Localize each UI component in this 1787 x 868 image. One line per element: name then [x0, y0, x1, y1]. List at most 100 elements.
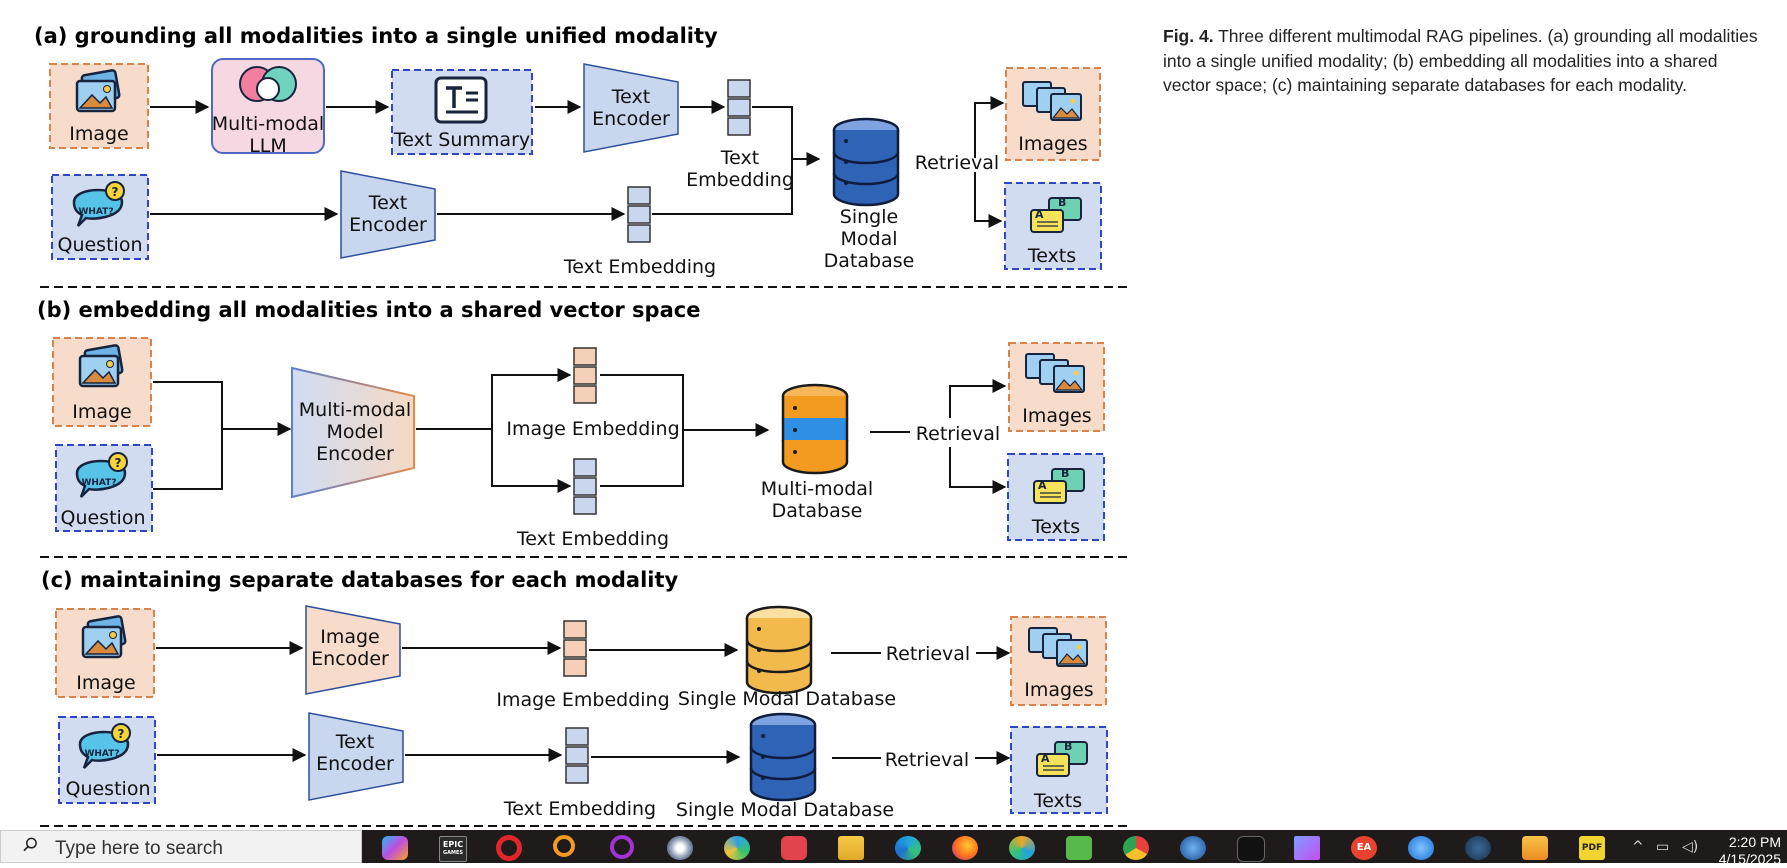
b-image-box: Image [52, 337, 152, 427]
taskbar-search-box[interactable]: Type here to search [0, 830, 362, 863]
a-texts-result-box: B A Texts [1004, 182, 1102, 270]
edge-dev-icon[interactable] [724, 836, 750, 860]
c-image-database-icon [745, 605, 813, 695]
epic-label-1: EPIC [442, 840, 464, 849]
a-db-label-3: Database [824, 250, 915, 272]
svg-text:WHAT?: WHAT? [78, 207, 113, 217]
a-text-embedding-top-label-1: Text [720, 147, 759, 169]
rss-reader-icon[interactable] [1066, 836, 1092, 860]
media-player-icon[interactable] [1522, 836, 1548, 860]
edge-icon[interactable] [895, 836, 921, 860]
ea-app-icon[interactable]: EA [1351, 836, 1377, 860]
c-retrieval-top-label: Retrieval [886, 643, 970, 665]
figure-caption: Fig. 4. Three different multimodal RAG p… [1163, 24, 1763, 98]
c-images-result-box: Images [1010, 616, 1107, 706]
paper-plane-icon[interactable] [1294, 836, 1320, 860]
opera-gx-icon[interactable] [610, 835, 634, 859]
image-icon [81, 614, 127, 659]
steam-icon[interactable] [1465, 836, 1491, 860]
pdf-app-icon[interactable]: PDF [1579, 836, 1605, 860]
svg-text:WHAT?: WHAT? [84, 749, 119, 759]
file-explorer-icon[interactable] [838, 836, 864, 860]
c-text-encoder: Text Encoder [308, 712, 404, 801]
b-image-embedding-icon [573, 347, 597, 404]
copilot-icon[interactable] [382, 836, 408, 860]
search-app-icon[interactable] [553, 835, 575, 857]
svg-text:Text: Text [611, 86, 650, 108]
a-text-summary-box: Text Summary [391, 69, 533, 155]
windows-taskbar: Type here to search EPIC GAMES EA PDF ^ … [0, 830, 1787, 867]
chevron-up-icon[interactable]: ^ [1632, 839, 1644, 855]
opera-icon[interactable] [496, 835, 522, 861]
image-icon [75, 68, 121, 113]
c-text-database-label: Single Modal Database [676, 799, 894, 821]
b-arrows [153, 368, 1007, 494]
c-image-embedding-label: Image Embedding [496, 689, 669, 711]
epic-label-2: GAMES [443, 850, 463, 856]
a-text-encoder-bottom: Text Encoder [340, 170, 436, 259]
c-image-box: Image [55, 608, 155, 698]
svg-text:A: A [1038, 479, 1047, 492]
svg-text:?: ? [115, 456, 122, 470]
caption-text: Three different multimodal RAG pipelines… [1163, 26, 1758, 95]
b-retrieval-label: Retrieval [916, 423, 1000, 445]
edge-canary-icon[interactable] [1009, 836, 1035, 860]
c-text-database-icon [749, 712, 817, 802]
a-text-embedding-top-icon [727, 79, 751, 136]
a-text-encoder-top: Text Encoder [583, 63, 679, 153]
image-icon [78, 343, 124, 388]
c-image-database-label: Single Modal Database [678, 688, 896, 710]
b-question-box: WHAT? ? Question [55, 444, 153, 532]
svg-text:WHAT?: WHAT? [81, 478, 116, 488]
c-text-embedding-icon [565, 727, 589, 784]
svg-text:Encoder: Encoder [316, 753, 394, 775]
a-db-label-1: Single [840, 206, 898, 228]
text-document-icon [434, 76, 488, 124]
svg-text:Texts: Texts [1033, 790, 1082, 812]
c-image-embedding-icon [563, 620, 587, 677]
svg-text:Texts: Texts [1031, 516, 1080, 538]
a-multimodal-llm-box: Multi-modal LLM [211, 58, 325, 157]
a-arrows [150, 96, 1005, 228]
svg-text:?: ? [112, 185, 119, 199]
chrome-icon[interactable] [1123, 836, 1149, 860]
svg-text:Images: Images [1022, 405, 1091, 427]
svg-text:LLM: LLM [249, 135, 287, 157]
svg-text:Encoder: Encoder [349, 214, 427, 236]
volume-icon[interactable]: ◁) [1682, 839, 1699, 855]
svg-text:Images: Images [1018, 133, 1087, 155]
svg-text:Text: Text [335, 731, 374, 753]
clock-date: 4/15/2025 [1718, 851, 1781, 867]
spiral-app-icon[interactable] [667, 836, 693, 860]
firefox-icon[interactable] [952, 836, 978, 860]
globe-app-icon[interactable] [1180, 836, 1206, 860]
svg-text:Image: Image [76, 672, 136, 694]
network-icon[interactable]: ▭ [1656, 839, 1670, 855]
a-images-result-box: Images [1005, 67, 1101, 161]
svg-text:Image: Image [72, 401, 132, 423]
svg-text:Image: Image [69, 123, 129, 145]
b-images-result-box: Images [1008, 342, 1105, 432]
svg-text:Text: Text [368, 192, 407, 214]
section-a-title: (a) grounding all modalities into a sing… [34, 24, 718, 48]
b-multimodal-database-icon [781, 383, 849, 475]
chat-app-icon[interactable] [1408, 836, 1434, 860]
c-retrieval-bottom-label: Retrieval [885, 749, 969, 771]
search-placeholder: Type here to search [55, 838, 223, 859]
section-c-title: (c) maintaining separate databases for e… [41, 568, 679, 592]
epic-games-icon[interactable]: EPIC GAMES [439, 836, 467, 862]
c-arrows [156, 641, 1011, 765]
c-question-box: WHAT? ? Question [58, 716, 156, 804]
clock-time: 2:20 PM [1728, 834, 1781, 850]
a-question-box: WHAT? ? Question [51, 174, 149, 260]
svg-text:Image: Image [320, 626, 380, 648]
svg-text:A: A [1041, 752, 1050, 765]
svg-text:B: B [1061, 467, 1069, 480]
activity-app-icon[interactable] [1237, 836, 1265, 862]
game-controller-icon[interactable] [781, 836, 807, 860]
b-db-label-1: Multi-modal [761, 478, 873, 500]
c-texts-result-box: B A Texts [1010, 726, 1108, 814]
a-single-modal-database-icon [832, 117, 900, 207]
svg-text:Multi-modal: Multi-modal [299, 399, 411, 421]
